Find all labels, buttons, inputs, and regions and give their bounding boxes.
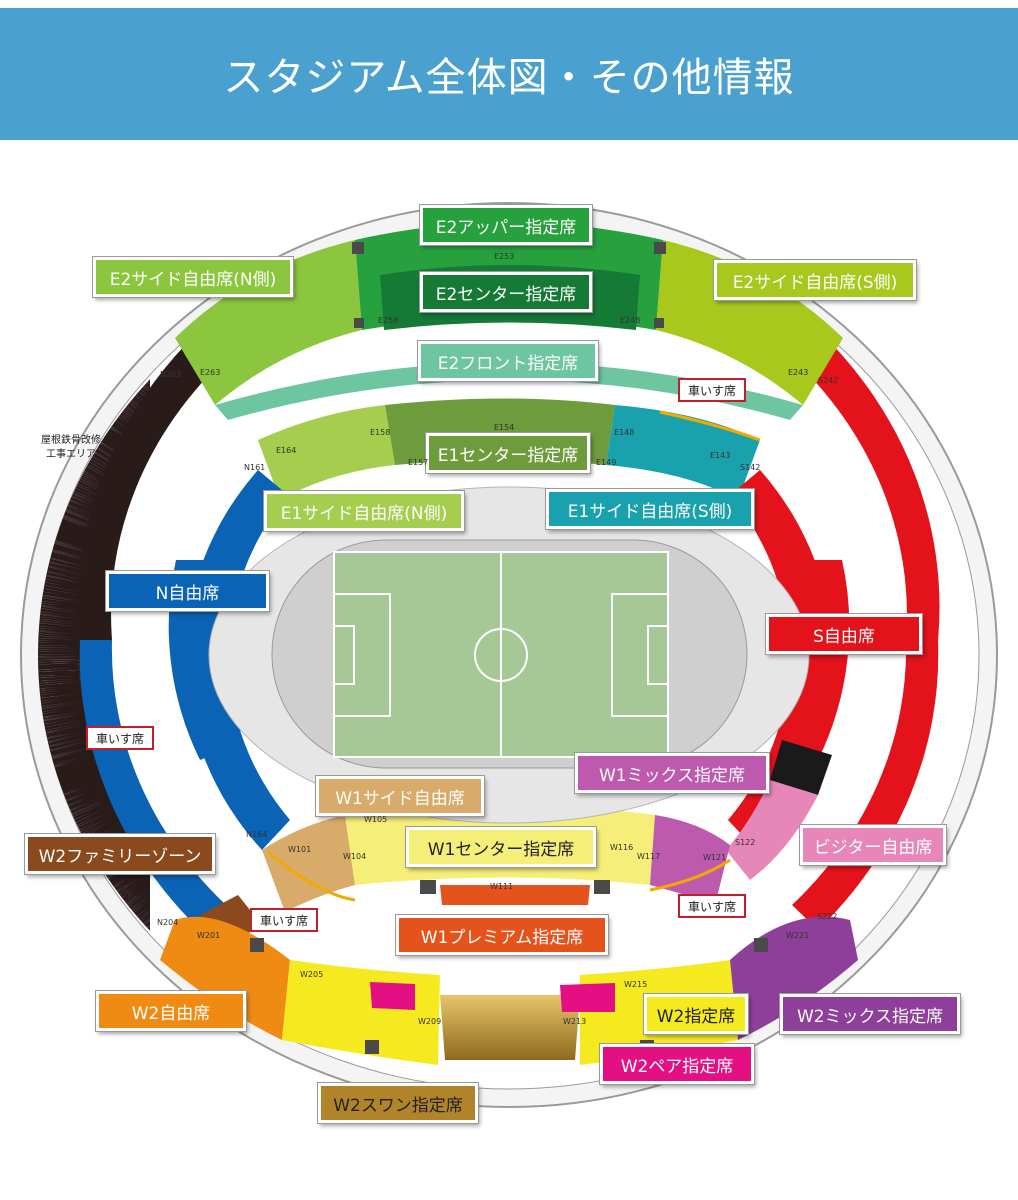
block-code: E263 (200, 368, 221, 377)
block-code: N263 (160, 370, 182, 379)
block-code: W205 (300, 970, 324, 979)
block-code: S222 (817, 912, 838, 921)
page-title: スタジアム全体図・その他情報 (223, 55, 795, 101)
construction-area (38, 379, 150, 931)
block-code: W104 (343, 852, 367, 861)
block-code: E154 (494, 423, 515, 432)
label-visitor[interactable]: ビジター自由席 (800, 825, 946, 865)
e2-side-s-block (656, 240, 843, 405)
label-w2-free[interactable]: W2自由席 (96, 991, 246, 1031)
block-code: E248 (620, 316, 641, 325)
e1-side-n-block (258, 405, 395, 500)
block-code: W215 (624, 980, 648, 989)
block-code: E157 (408, 458, 429, 467)
wheelchair-label-n[interactable]: 車いす席 (86, 726, 154, 750)
visitor-block (726, 780, 818, 880)
block-code: E258 (378, 316, 399, 325)
block-code: W121 (703, 853, 727, 862)
label-w2-pair[interactable]: W2ペア指定席 (600, 1044, 754, 1084)
e2-front-block (215, 362, 803, 420)
label-e2-center[interactable]: E2センター指定席 (420, 272, 592, 312)
block-code: W105 (364, 815, 388, 824)
block-code: E143 (710, 451, 731, 460)
label-w2-swan[interactable]: W2スワン指定席 (318, 1083, 478, 1123)
wheelchair-label-w1-s[interactable]: 車いす席 (678, 894, 746, 918)
label-w1-side[interactable]: W1サイド自由席 (316, 776, 484, 816)
block-code: E243 (788, 368, 809, 377)
w1-side-block (262, 815, 355, 912)
block-code: E253 (494, 252, 515, 261)
block-code: S142 (740, 463, 761, 472)
label-e2-side-s[interactable]: E2サイド自由席(S側) (714, 260, 916, 300)
construction-note: 屋根鉄骨改修 工事エリア (41, 435, 101, 460)
block-code: W111 (490, 882, 514, 891)
block-code: W221 (786, 931, 810, 940)
block-code: W213 (563, 1017, 587, 1026)
wheelchair-label-e1[interactable]: 車いす席 (678, 378, 746, 402)
label-e2-front[interactable]: E2フロント指定席 (418, 341, 598, 381)
block-code: N164 (246, 830, 268, 839)
label-w2-family[interactable]: W2ファミリーゾーン (25, 834, 215, 874)
e1-wheelchair-strip (659, 410, 761, 442)
label-w2-reserved[interactable]: W2指定席 (644, 994, 748, 1034)
block-code: N161 (244, 463, 266, 472)
block-code: W117 (637, 852, 661, 861)
n-free-outer (79, 640, 226, 930)
label-w1-mix[interactable]: W1ミックス指定席 (575, 753, 769, 793)
black-block (770, 740, 832, 795)
w2-swan-block (440, 995, 580, 1060)
label-w2-mix[interactable]: W2ミックス指定席 (780, 994, 960, 1034)
label-e1-side-s[interactable]: E1サイド自由席(S側) (546, 489, 754, 529)
block-code: S122 (735, 838, 756, 847)
w1-wheelchair-strip-s (649, 858, 731, 892)
label-e1-side-n[interactable]: E1サイド自由席(N側) (264, 491, 464, 531)
block-code: E158 (370, 428, 391, 437)
block-code: S242 (818, 376, 839, 385)
block-code: N204 (157, 918, 179, 927)
block-code: E164 (276, 446, 297, 455)
block-code: E149 (596, 458, 617, 467)
label-n-free[interactable]: N自由席 (106, 571, 269, 611)
w2-pair-block-n (370, 982, 415, 1010)
label-e1-center[interactable]: E1センター指定席 (426, 433, 590, 473)
page-header: スタジアム全体図・その他情報 (0, 8, 1018, 140)
label-e2-upper[interactable]: E2アッパー指定席 (420, 205, 592, 245)
block-code: W101 (288, 845, 312, 854)
label-s-free[interactable]: S自由席 (766, 614, 922, 654)
label-w1-premium[interactable]: W1プレミアム指定席 (396, 915, 608, 955)
w1-mix-block (650, 815, 730, 905)
e2-side-n-block (175, 240, 362, 405)
block-code: W201 (197, 931, 221, 940)
label-w1-center[interactable]: W1センター指定席 (406, 827, 596, 867)
block-code: W116 (610, 843, 634, 852)
block-code: W209 (418, 1017, 442, 1026)
block-code: E148 (614, 428, 635, 437)
w1-premium-block (440, 885, 590, 905)
label-e2-side-n[interactable]: E2サイド自由席(N側) (93, 257, 293, 297)
w2-pair-block-s (560, 983, 615, 1012)
w1-wheelchair-strip-n (267, 850, 356, 902)
wheelchair-label-w1-n[interactable]: 車いす席 (250, 908, 318, 932)
